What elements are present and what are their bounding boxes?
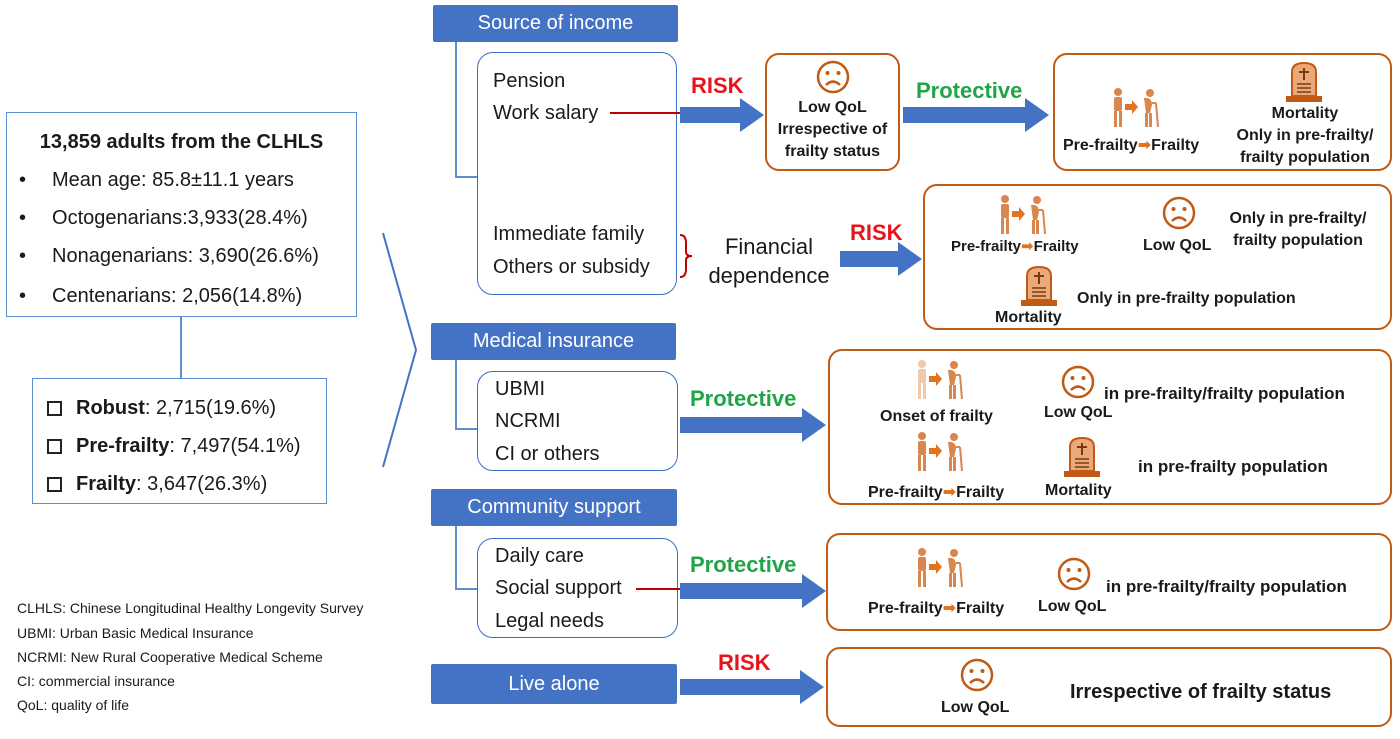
mortality-label: Mortality (995, 309, 1062, 326)
income-item: Work salary (493, 102, 599, 124)
pre-frailty-to-frailty-label: Pre-frailty➡Frailty (951, 238, 1079, 255)
protective-label: Protective (690, 386, 797, 411)
outcome-box: Pre-frailty➡Frailty Mortality Only in pr… (1053, 53, 1392, 171)
frailty-transition-icon (1000, 194, 1046, 235)
risk-label: RISK (850, 220, 903, 245)
protective-label: Protective (690, 552, 797, 577)
connector (455, 526, 457, 588)
arrow-right (680, 408, 826, 442)
group-frailty: Frailty: 3,647(26.3%) (47, 473, 267, 496)
arrow-right (840, 242, 922, 276)
connector (180, 317, 182, 379)
note: in pre-frailty population (1138, 457, 1328, 476)
outcome-box: Pre-frailty➡Frailty Low QoL in pre-frail… (826, 533, 1392, 631)
outcome-box: Low QoL Irrespective of frailty status (765, 53, 900, 171)
income-item: Others or subsidy (493, 256, 650, 278)
note: Irrespective of frailty status (1070, 681, 1332, 703)
pre-frailty-to-frailty-label: Pre-frailty➡Frailty (1063, 137, 1200, 154)
connector (455, 176, 477, 178)
arrow-right (680, 98, 764, 132)
cohort-item: •Mean age: 85.8±11.1 years (19, 169, 294, 191)
connector (610, 112, 682, 114)
income-item: Pension (493, 70, 566, 92)
tombstone-icon (1285, 62, 1323, 103)
protective-label: Protective (916, 78, 1023, 103)
frailty-transition-icon (1113, 87, 1159, 128)
sad-face-icon (1057, 557, 1091, 591)
frailty-transition-icon (917, 547, 963, 588)
note: Irrespective of (777, 121, 888, 138)
community-header: Community support (431, 489, 677, 526)
note: frailty population (1240, 149, 1370, 166)
arrow-right (903, 98, 1049, 132)
sad-face-icon (1162, 196, 1196, 230)
connector (455, 42, 457, 176)
cohort-item: •Centenarians: 2,056(14.8%) (19, 285, 303, 307)
tombstone-icon (1020, 266, 1058, 307)
alone-header: Live alone (431, 664, 677, 704)
insurance-item: CI or others (495, 443, 600, 465)
income-box: Pension Work salary Immediate family Oth… (477, 52, 677, 295)
cohort-item: •Nonagenarians: 3,690(26.6%) (19, 245, 319, 267)
cohort-item: •Octogenarians:3,933(28.4%) (19, 207, 308, 229)
low-qol-label: Low QoL (1143, 237, 1212, 254)
legend-item: NCRMI: New Rural Cooperative Medical Sch… (17, 649, 323, 665)
low-qol-label: Low QoL (1044, 404, 1113, 421)
connector (455, 588, 477, 590)
frailty-transition-icon (917, 431, 963, 472)
onset-label: Onset of frailty (880, 408, 993, 425)
group-robust: Robust: 2,715(19.6%) (47, 397, 276, 420)
mortality-label: Mortality (1271, 105, 1339, 122)
low-qol-label: Low QoL (941, 699, 1010, 716)
note: Only in pre-frailty population (1077, 290, 1296, 307)
insurance-header: Medical insurance (431, 323, 676, 360)
low-qol-label: Low QoL (798, 99, 867, 116)
cohort-title: 13,859 adults from the CLHLS (39, 131, 324, 153)
legend-item: QoL: quality of life (17, 697, 130, 713)
note: Only in pre-frailty/ (1236, 127, 1374, 144)
group-prefrailty: Pre-frailty: 7,497(54.1%) (47, 435, 301, 458)
pre-frailty-to-frailty-label: Pre-frailty➡Frailty (868, 600, 1005, 617)
note: in pre-frailty/frailty population (1106, 577, 1347, 596)
risk-label: RISK (718, 650, 771, 675)
brace (679, 234, 693, 278)
note: Only in pre-frailty/ (1229, 210, 1367, 227)
arrow-right (680, 670, 824, 704)
arrow-right (680, 574, 826, 608)
pre-frailty-to-frailty-label: Pre-frailty➡Frailty (868, 484, 1005, 501)
legend-item: CLHLS: Chinese Longitudinal Healthy Long… (17, 600, 364, 616)
legend-item: CI: commercial insurance (17, 673, 175, 689)
community-item: Social support (495, 577, 622, 599)
community-item: Legal needs (495, 610, 604, 632)
cohort-box: 13,859 adults from the CLHLS •Mean age: … (6, 112, 357, 317)
low-qol-label: Low QoL (1038, 598, 1107, 615)
outcome-box: Pre-frailty➡Frailty Low QoL Only in pre-… (923, 184, 1392, 330)
big-chevron-arrow (382, 232, 418, 468)
sad-face-icon (960, 658, 994, 692)
mortality-label: Mortality (1045, 482, 1112, 499)
note: in pre-frailty/frailty population (1104, 384, 1345, 403)
frailty-groups-box: Robust: 2,715(19.6%) Pre-frailty: 7,497(… (32, 378, 327, 504)
connector (636, 588, 682, 590)
sad-face-icon (816, 60, 850, 94)
connector (455, 428, 477, 430)
outcome-box: Low QoL Irrespective of frailty status (826, 647, 1392, 727)
legend-item: UBMI: Urban Basic Medical Insurance (17, 625, 254, 641)
sad-face-icon (1061, 365, 1095, 399)
insurance-item: NCRMI (495, 410, 561, 432)
frailty-onset-icon (917, 359, 963, 400)
income-item: Immediate family (493, 223, 645, 245)
connector (455, 360, 457, 428)
income-header: Source of income (433, 5, 678, 42)
outcome-box: Onset of frailty Low QoL in pre-frailty/… (828, 349, 1392, 505)
note: frailty population (1233, 232, 1363, 249)
insurance-item: UBMI (495, 378, 545, 400)
community-item: Daily care (495, 545, 584, 567)
tombstone-icon (1063, 437, 1101, 478)
insurance-box: UBMI NCRMI CI or others (477, 371, 678, 471)
risk-label: RISK (691, 73, 744, 98)
note: frailty status (784, 143, 881, 160)
